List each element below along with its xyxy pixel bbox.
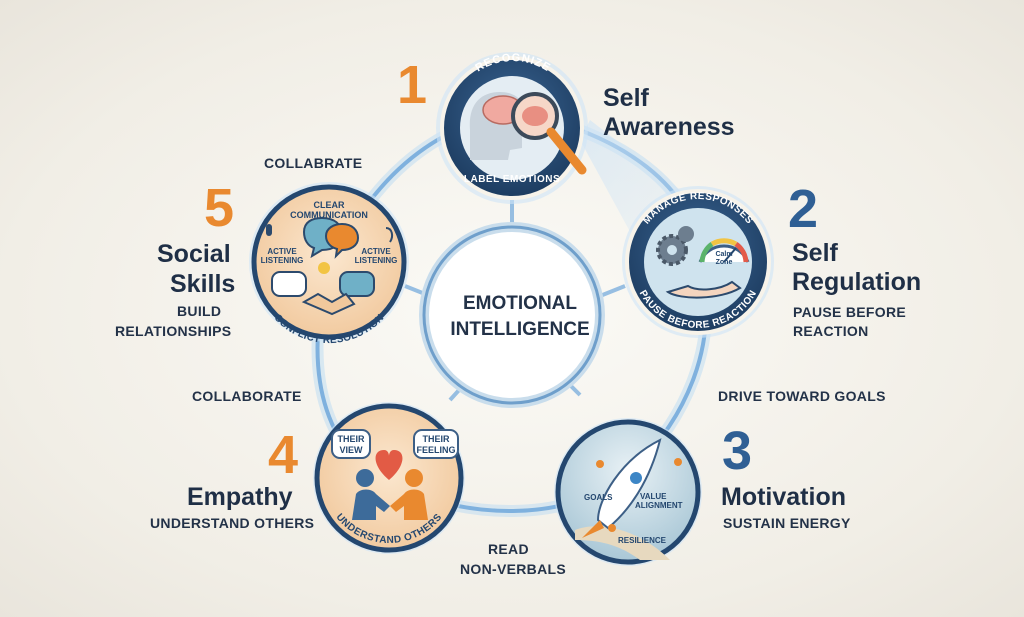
label-left-line2: LISTENING [261,256,304,265]
pillar-title-5-line2: Skills [170,270,236,298]
pillar-number-1: 1 [397,55,428,115]
tag-resilience: RESILIENCE [618,536,667,545]
gauge-label-line2: Zone [716,259,733,266]
center-node [419,222,605,408]
pillar-title-2-line2: Regulation [792,268,922,296]
label-right-line1: ACTIVE [361,247,391,256]
tag-value-line1: VALUE [640,492,667,501]
gears-gauge-hand-icon [656,226,750,299]
node-social-skills: CLEAR COMMUNICATION ACTIVE LISTENING ACT… [249,182,409,346]
pillar-subtitle-5-line1: BUILD [177,303,222,319]
pillar-title-5-line1: Social [157,240,231,268]
label-top-line2: COMMUNICATION [290,210,368,220]
bubble-left-line1: THEIR [338,434,366,444]
heart-people-icon [331,429,459,520]
pillar-subtitle-4: UNDERSTAND OTHERS [150,515,315,531]
node-empathy: THEIR VIEW THEIR FEELING UNDERSTAND OTHE… [313,402,465,554]
connector-label-collaborate-left: COLLABORATE [192,388,302,404]
connector-label-read-line1: READ [488,541,529,557]
brain-magnifier-icon [469,92,587,175]
pillar-number-4: 4 [268,425,299,485]
bubble-right-line1: THEIR [423,434,451,444]
tag-value-line2: ALIGNMENT [635,501,683,510]
gauge-label-line1: Calm [715,251,732,258]
bubble-right-line2: FEELING [416,445,455,455]
bubble-left-line2: VIEW [339,445,363,455]
node-self-awareness: RECOGNIZE LABEL EMOTIONS [436,52,588,204]
speech-handshake-icon [266,216,394,316]
label-top-line1: CLEAR [314,200,345,210]
pillar-title-1-line2: Awareness [603,113,735,141]
label-left-line1: ACTIVE [267,247,297,256]
connector-label-drive: DRIVE TOWARD GOALS [718,388,886,404]
pillar-number-5: 5 [204,178,235,238]
center-line1: EMOTIONAL [463,293,577,314]
connector-label-read-line2: NON-VERBALS [460,561,566,577]
rocket-icon [575,438,682,560]
pillar-subtitle-3: SUSTAIN ENERGY [723,515,851,531]
label-right-line2: LISTENING [355,256,398,265]
pillar-subtitle-5-line2: RELATIONSHIPS [115,323,232,339]
ring-bottom-label-1: LABEL EMOTIONS [464,174,560,185]
tag-goals: GOALS [584,493,613,502]
pillar-subtitle-2-line2: REACTION [793,323,869,339]
center-line2: INTELLIGENCE [450,319,590,340]
pillar-number-2: 2 [788,179,819,239]
pillar-number-3: 3 [722,421,753,481]
node-self-regulation: Calm Zone MANAGE RESPONSES PAUSE BEFORE … [622,186,774,338]
node-motivation: GOALS VALUE ALIGNMENT RESILIENCE [554,418,702,566]
pillar-subtitle-2-line1: PAUSE BEFORE [793,304,907,320]
connector-label-collaborate-top: COLLABRATE [264,155,363,171]
pillar-title-1-line1: Self [603,84,649,112]
center-title: EMOTIONAL INTELLIGENCE [435,291,605,343]
pillar-title-3: Motivation [721,483,846,511]
pillar-title-2-line1: Self [792,239,838,267]
pillar-title-4: Empathy [187,483,293,511]
